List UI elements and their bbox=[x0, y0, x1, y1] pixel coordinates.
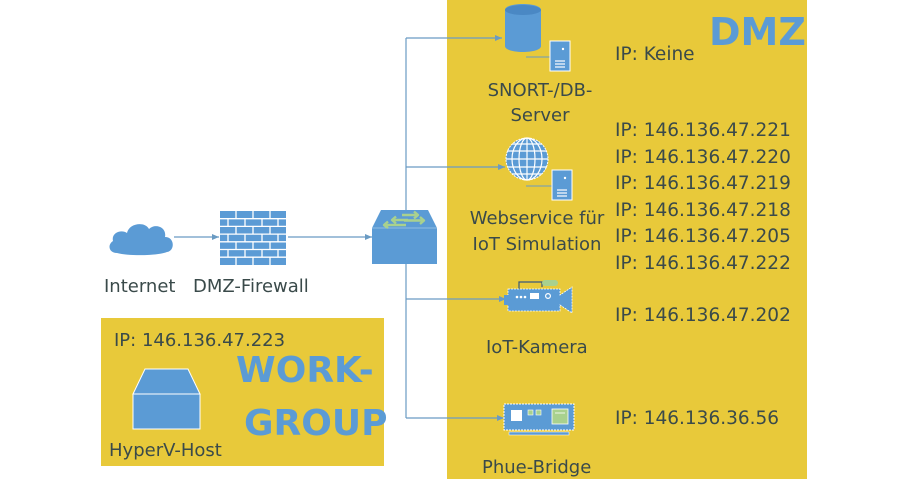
workgroup-zone-title-line1: WORK- bbox=[236, 350, 374, 391]
webservice-ip: IP: 146.136.47.221 bbox=[615, 120, 791, 141]
webservice-ip: IP: 146.136.47.205 bbox=[615, 226, 791, 247]
webservice-label-line1: Webservice für bbox=[469, 208, 605, 229]
dmz-zone bbox=[447, 0, 807, 479]
webservice-ip: IP: 146.136.47.218 bbox=[615, 200, 791, 221]
hyperv-label: HyperV-Host bbox=[109, 440, 222, 461]
snort-label-line1: SNORT-/DB- bbox=[487, 80, 593, 101]
webservice-ip: IP: 146.136.47.220 bbox=[615, 147, 791, 168]
firewall-icon bbox=[220, 211, 286, 265]
camera-ip: IP: 146.136.47.202 bbox=[615, 305, 791, 326]
bridge-ip: IP: 146.136.36.56 bbox=[615, 408, 780, 429]
bridge-label: Phue-Bridge bbox=[482, 457, 592, 478]
database-server-icon bbox=[505, 4, 571, 72]
host-box-icon bbox=[132, 368, 201, 430]
video-camera-icon bbox=[504, 280, 573, 314]
firewall-label: DMZ-Firewall bbox=[193, 276, 309, 297]
camera-label: IoT-Kamera bbox=[486, 337, 588, 358]
bridge-device-icon bbox=[503, 403, 575, 436]
webservice-ip: IP: 146.136.47.219 bbox=[615, 173, 791, 194]
webservice-ip: IP: 146.136.47.222 bbox=[615, 253, 791, 274]
internet-label: Internet bbox=[104, 276, 176, 297]
snort-label-line2: Server bbox=[510, 105, 570, 126]
dmz-zone-title: DMZ bbox=[709, 10, 806, 54]
webservice-label-line2: IoT Simulation bbox=[472, 234, 602, 255]
hyperv-ip: IP: 146.136.47.223 bbox=[114, 330, 286, 351]
snort-ip: IP: Keine bbox=[615, 44, 695, 65]
switch-icon bbox=[372, 210, 437, 264]
workgroup-zone-title-line2: GROUP bbox=[244, 403, 388, 444]
web-server-icon bbox=[505, 137, 573, 201]
cloud-icon bbox=[109, 224, 173, 256]
